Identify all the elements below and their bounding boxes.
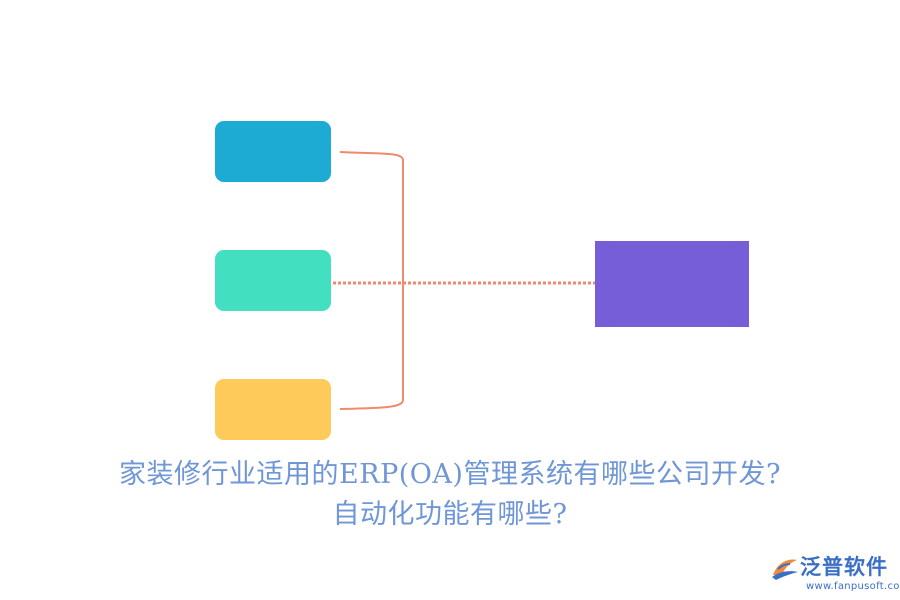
title-line-1: 家装修行业适用的ERP(OA)管理系统有哪些公司开发? (119, 459, 781, 490)
title-line-2: 自动化功能有哪些? (332, 499, 568, 530)
node-top (215, 121, 331, 182)
node-target (595, 241, 749, 327)
node-middle (215, 250, 331, 311)
bracket-connector (339, 151, 404, 410)
logo-url: www.fanpusoft.com (806, 581, 900, 592)
node-bottom (215, 379, 331, 440)
logo-name: 泛普软件 (800, 555, 888, 579)
fanpu-logo-icon (772, 559, 798, 580)
brand-logo: 泛普软件 www.fanpusoft.com (770, 552, 900, 596)
